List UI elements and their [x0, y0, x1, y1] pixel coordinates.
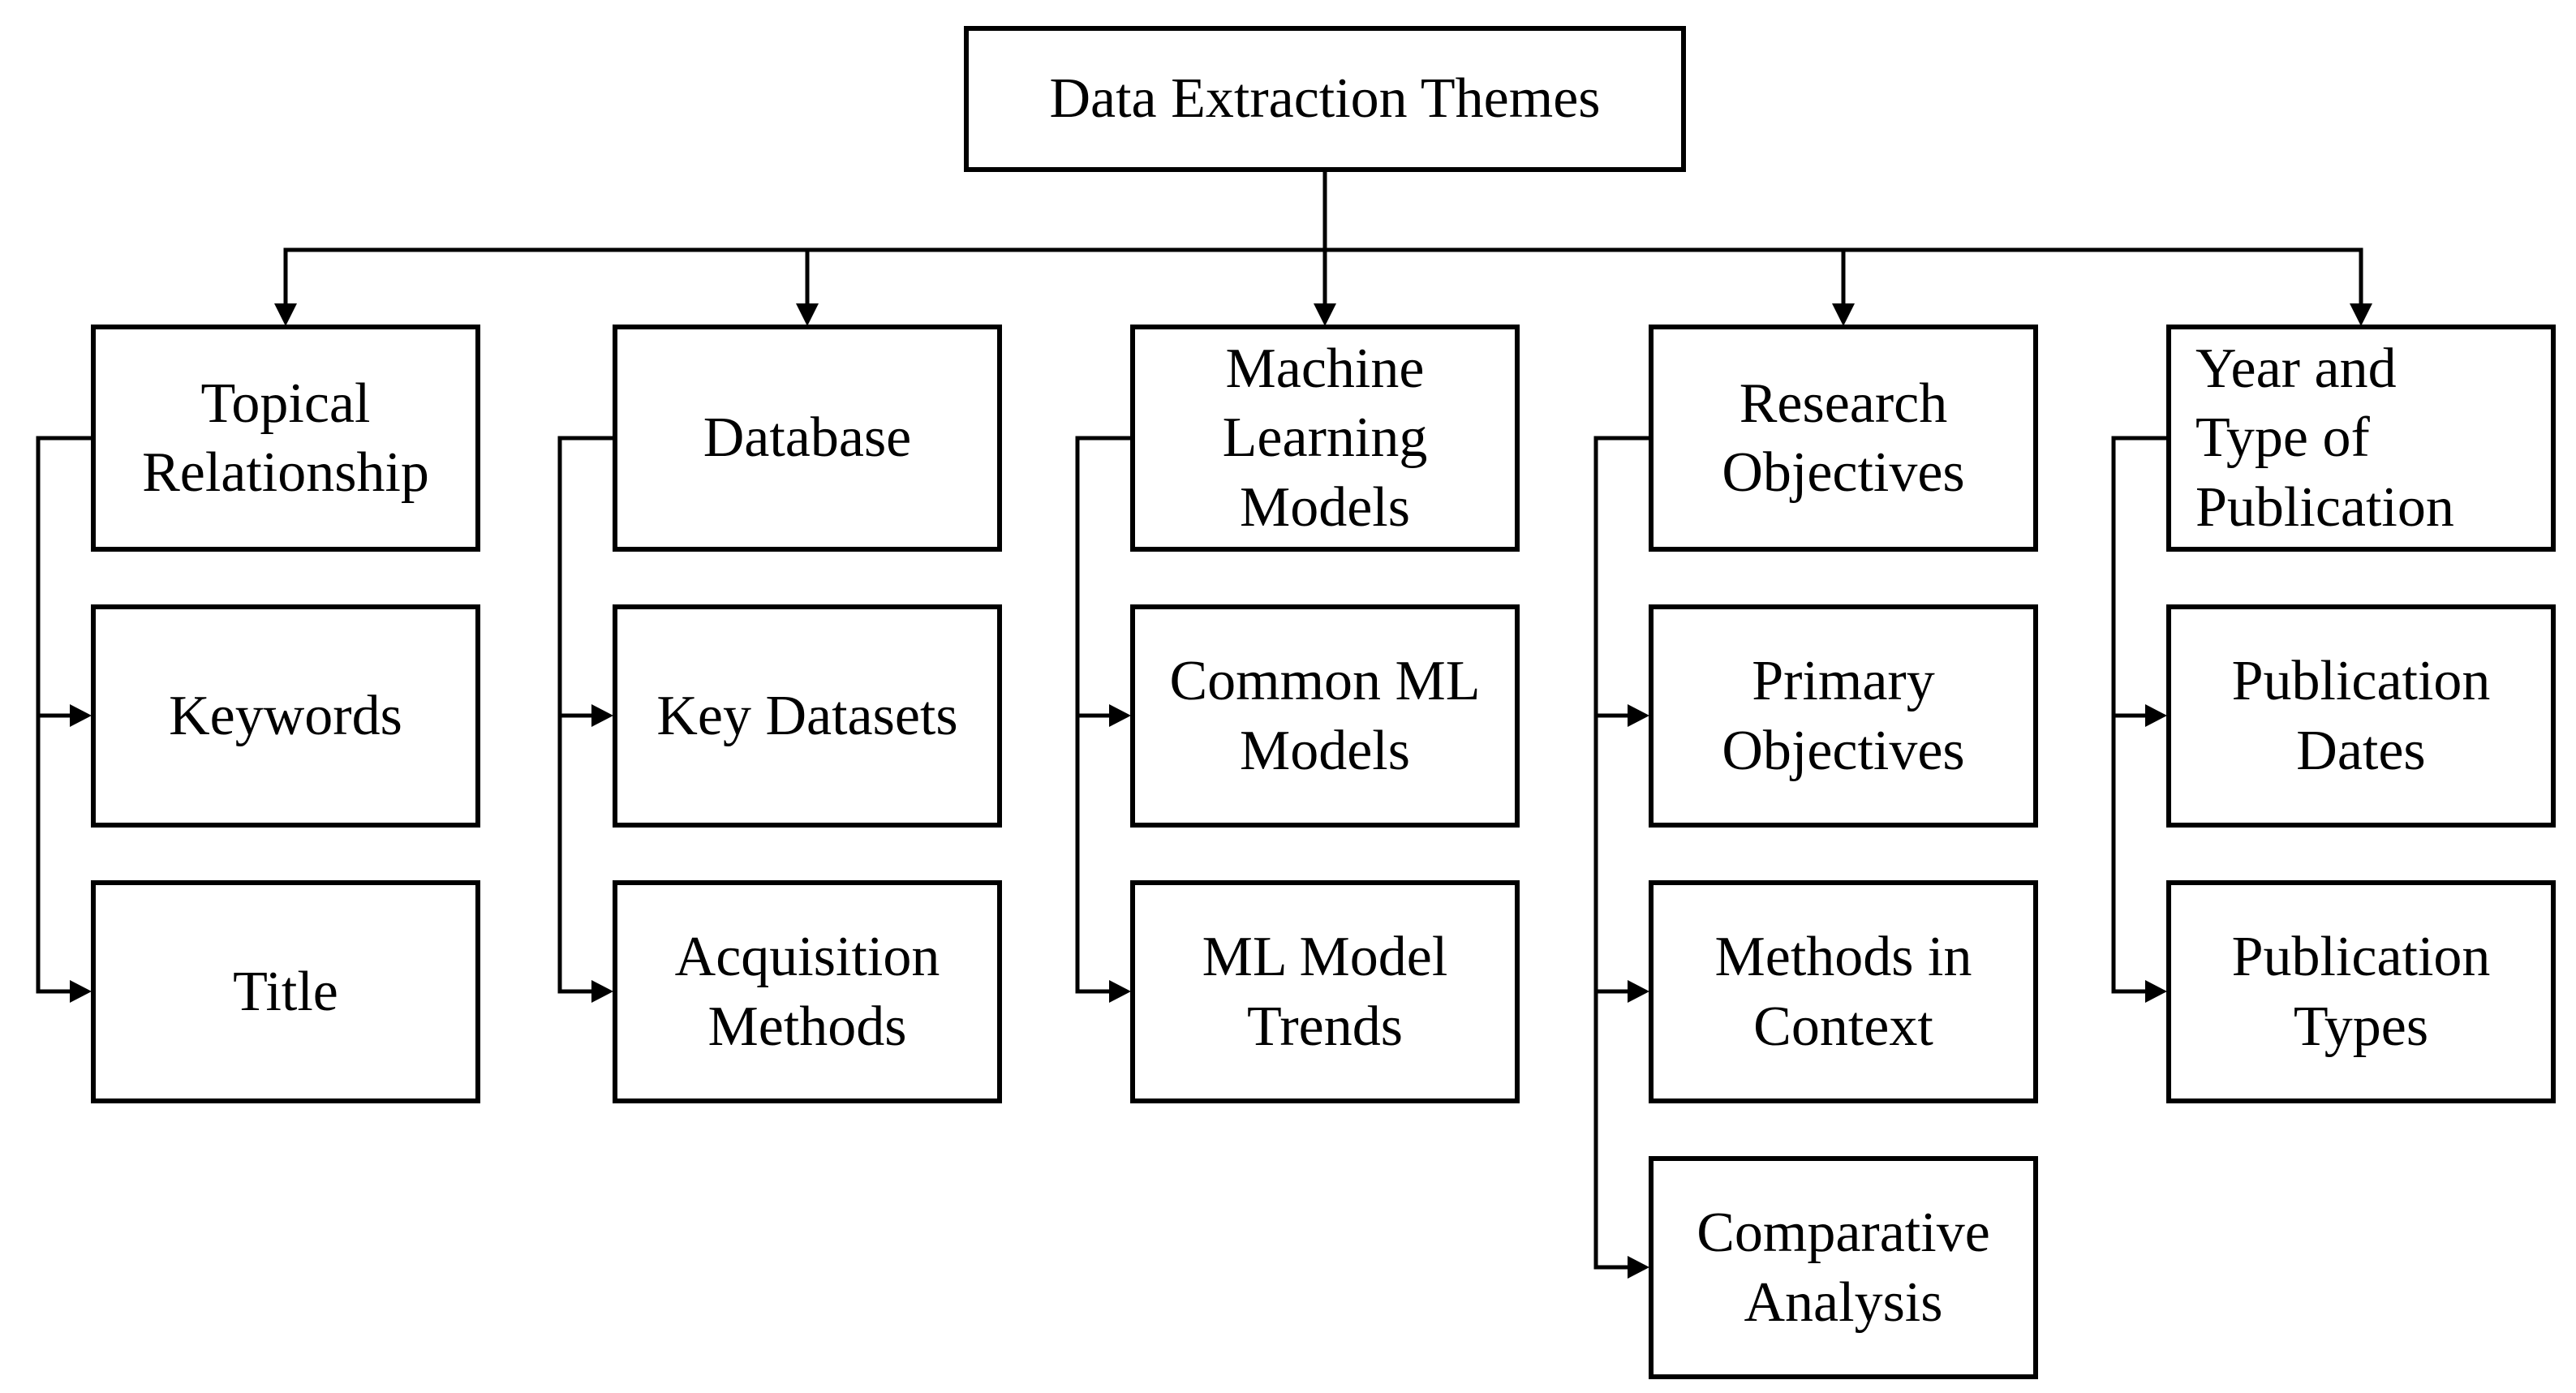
column-2-connector: [557, 436, 615, 1003]
node-topical-relationship: Topical Relationship: [91, 325, 480, 552]
arrowhead-right-icon: [1109, 980, 1131, 1003]
column-1-connector: [36, 436, 93, 1003]
arrowhead-down-icon: [2350, 303, 2372, 326]
arrowhead-right-icon: [1628, 704, 1649, 727]
column-4-connector: [1593, 436, 1651, 1279]
rail-line: [36, 436, 93, 994]
node-label: Topical Relationship: [142, 372, 429, 504]
node-methods-in-context: Methods in Context: [1649, 880, 2038, 1103]
node-label: Research Objectives: [1722, 372, 1965, 504]
node-label: Year and Type of Publication: [2195, 337, 2454, 539]
node-data-extraction-themes: Data Extraction Themes: [964, 26, 1686, 172]
arrowhead-right-icon: [2145, 704, 2167, 727]
arrowhead-right-icon: [591, 704, 613, 727]
column-5-connector: [2111, 436, 2169, 1003]
arrowhead-right-icon: [70, 704, 92, 727]
node-label: Machine Learning Models: [1222, 337, 1428, 539]
rail-line: [557, 436, 615, 994]
arrowhead-down-icon: [1314, 303, 1336, 326]
node-database: Database: [613, 325, 1002, 552]
arrowhead-right-icon: [1109, 704, 1131, 727]
node-keywords: Keywords: [91, 604, 480, 828]
node-common-ml-models: Common ML Models: [1130, 604, 1520, 828]
node-machine-learning-models: Machine Learning Models: [1130, 325, 1520, 552]
node-label: Methods in Context: [1714, 926, 1972, 1058]
node-label: Key Datasets: [656, 684, 958, 747]
node-year-and-type-of-publication: Year and Type of Publication: [2166, 325, 2556, 552]
arrowhead-down-icon: [274, 303, 297, 326]
node-publication-types: Publication Types: [2166, 880, 2556, 1103]
arrowhead-right-icon: [70, 980, 92, 1003]
node-publication-dates: Publication Dates: [2166, 604, 2556, 828]
node-research-objectives: Research Objectives: [1649, 325, 2038, 552]
arrowhead-right-icon: [2145, 980, 2167, 1003]
node-label: Database: [703, 406, 912, 470]
rail-line: [2111, 436, 2169, 994]
rail-line: [1593, 436, 1651, 1270]
node-title: Title: [91, 880, 480, 1103]
node-label: Comparative Analysis: [1697, 1202, 1990, 1334]
node-ml-model-trends: ML Model Trends: [1130, 880, 1520, 1103]
node-label: Common ML Models: [1169, 650, 1481, 782]
node-primary-objectives: Primary Objectives: [1649, 604, 2038, 828]
arrowhead-right-icon: [1628, 1256, 1649, 1279]
node-label: ML Model Trends: [1202, 926, 1448, 1058]
arrowhead-down-icon: [796, 303, 819, 326]
node-label: Keywords: [169, 684, 402, 747]
node-label: Publication Types: [2231, 926, 2491, 1058]
node-key-datasets: Key Datasets: [613, 604, 1002, 828]
node-label: Primary Objectives: [1722, 650, 1965, 782]
node-label: Data Extraction Themes: [1049, 67, 1601, 131]
top-connector: [274, 170, 2372, 326]
node-acquisition-methods: Acquisition Methods: [613, 880, 1002, 1103]
node-label: Publication Dates: [2231, 650, 2491, 782]
arrowhead-right-icon: [591, 980, 613, 1003]
node-label: Acquisition Methods: [674, 926, 940, 1058]
arrowhead-down-icon: [1832, 303, 1855, 326]
column-3-connector: [1075, 436, 1133, 1003]
node-label: Title: [233, 960, 338, 1023]
node-comparative-analysis: Comparative Analysis: [1649, 1156, 2038, 1379]
rail-line: [1075, 436, 1133, 994]
arrowhead-right-icon: [1628, 980, 1649, 1003]
